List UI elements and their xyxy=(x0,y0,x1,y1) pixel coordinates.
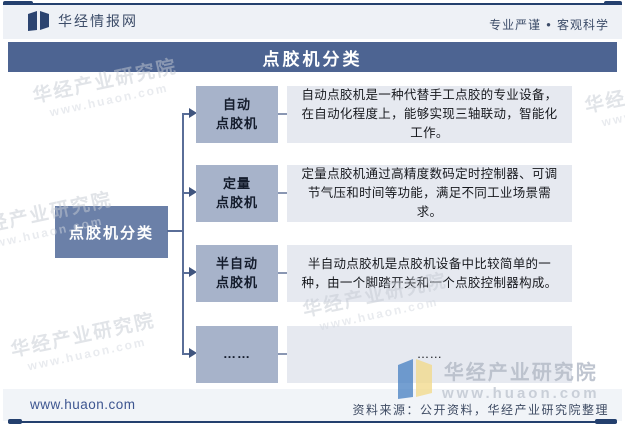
category-description: 自动点胶机是一种代替手工点胶的专业设备，在自动化程度上，能够实现三轴联动，智能化… xyxy=(287,86,572,143)
category-node: 半自动 点胶机 xyxy=(196,245,278,302)
header-band xyxy=(3,5,622,39)
category-node: …… xyxy=(196,326,278,383)
category-description: 半自动点胶机是点胶机设备中比较简单的一种，由一个脚踏开关和一个点胶控制器构成。 xyxy=(287,245,572,302)
website-url: www.huaon.com xyxy=(30,397,136,412)
book-logo-icon xyxy=(28,11,50,31)
tagline-right: 客观科学 xyxy=(556,18,609,32)
arrow-right-icon xyxy=(189,187,197,197)
category-node: 定量 点胶机 xyxy=(196,165,278,222)
root-node: 点胶机分类 xyxy=(55,206,168,258)
connector-branch xyxy=(184,113,190,115)
page-title: 点胶机分类 xyxy=(8,42,617,72)
arrow-right-icon xyxy=(189,108,197,118)
connector-branch xyxy=(184,192,190,194)
connector-mid xyxy=(278,113,287,115)
brand: 华经情报网 xyxy=(28,11,138,31)
top-rule xyxy=(3,3,622,5)
brand-name: 华经情报网 xyxy=(58,13,138,29)
top-rule-right-cap xyxy=(604,1,622,6)
connector-mid xyxy=(278,353,287,355)
connector-mid xyxy=(278,272,287,274)
watermark-diagonal: 华经产业研究院 www.huaon.com xyxy=(583,66,625,130)
connector-branch xyxy=(184,272,190,274)
watermark-diagonal: 华经产业研究院 www.huaon.com xyxy=(9,310,158,374)
category-description: 定量点胶机通过高精度数码定时控制器、可调节气压和时间等功能，满足不同工业场景需求… xyxy=(287,165,572,222)
connector-mid xyxy=(278,192,287,194)
dot-separator-icon: ● xyxy=(546,19,552,29)
tagline-left: 专业严谨 xyxy=(489,18,542,32)
footer-band xyxy=(3,389,622,421)
arrow-right-icon xyxy=(189,267,197,277)
category-description: …… xyxy=(287,326,572,383)
connector-stem xyxy=(167,230,183,232)
bottom-rule xyxy=(8,421,617,423)
source-attribution: 资料来源：公开资料，华经产业研究院整理 xyxy=(352,403,609,417)
connector-branch xyxy=(184,353,190,355)
bottom-rule-right-cap xyxy=(595,419,617,424)
tagline: 专业严谨 ● 客观科学 xyxy=(489,16,609,33)
arrow-right-icon xyxy=(189,348,197,358)
category-node: 自动 点胶机 xyxy=(196,86,278,143)
connector-trunk xyxy=(182,113,184,355)
